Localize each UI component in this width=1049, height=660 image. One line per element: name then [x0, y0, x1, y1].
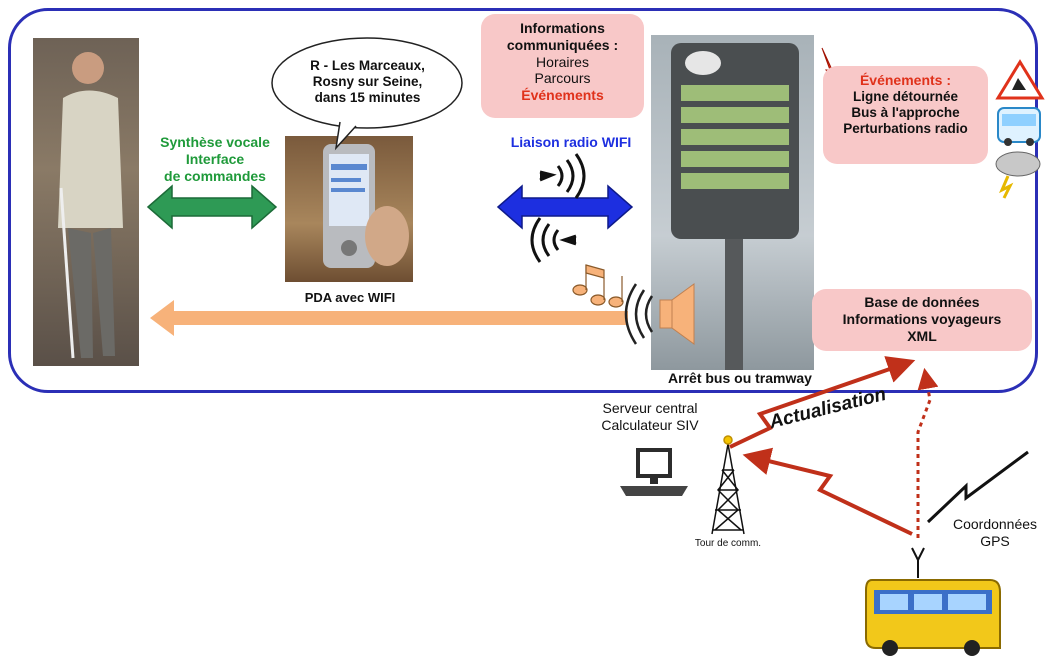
bus-antenna-icon [911, 547, 925, 578]
computer-icon [620, 448, 688, 496]
events-box-text: Événements : Ligne détournée Bus à l'app… [843, 72, 968, 137]
voice-interface-label: Synthèse vocale Interface de commandes [160, 134, 270, 184]
info-box [481, 14, 644, 118]
voice-double-arrow [146, 184, 278, 230]
gps-dotted-arrow [916, 367, 939, 538]
bus-icon [997, 107, 1041, 146]
info-box-text: Informations communiquées : Horaires Par… [506, 20, 619, 104]
roadwork-sign-icon [995, 59, 1045, 100]
audio-arrow [150, 300, 628, 336]
speech-bubble-text: R - Les Marceaux, Rosny sur Seine, dans … [310, 58, 425, 106]
gps-label: Coordonnées GPS [952, 516, 1038, 549]
speech-bubble-shape [271, 37, 463, 129]
tower-label: Tour de comm. [694, 538, 762, 549]
communication-tower-icon [711, 435, 745, 535]
database-box-text: Base de données Informations voyageurs X… [842, 294, 1002, 344]
pda-label: PDA avec WIFI [304, 290, 396, 305]
pedestrian-photo [33, 38, 139, 366]
events-box [823, 66, 988, 164]
server-label: Serveur central Calculateur SIV [601, 400, 699, 433]
system-boundary [8, 8, 1038, 393]
wifi-label: Liaison radio WIFI [510, 134, 632, 150]
radio-wave-out-icon [539, 153, 586, 199]
database-box [812, 289, 1032, 351]
update-arrow-to-db [729, 356, 916, 449]
wifi-double-arrow [496, 184, 634, 230]
bus-stop-label: Arrêt bus ou tramway [668, 370, 812, 386]
radio-wave-in-icon [530, 217, 577, 263]
gps-signal-icon [926, 450, 1029, 524]
bus-to-tower-arrow [742, 447, 913, 536]
speaker-icon [624, 283, 695, 345]
storm-cloud-icon [995, 151, 1041, 199]
pda-photo [285, 136, 413, 282]
bus-vehicle-icon [865, 579, 1001, 656]
music-note-icon [572, 264, 624, 308]
